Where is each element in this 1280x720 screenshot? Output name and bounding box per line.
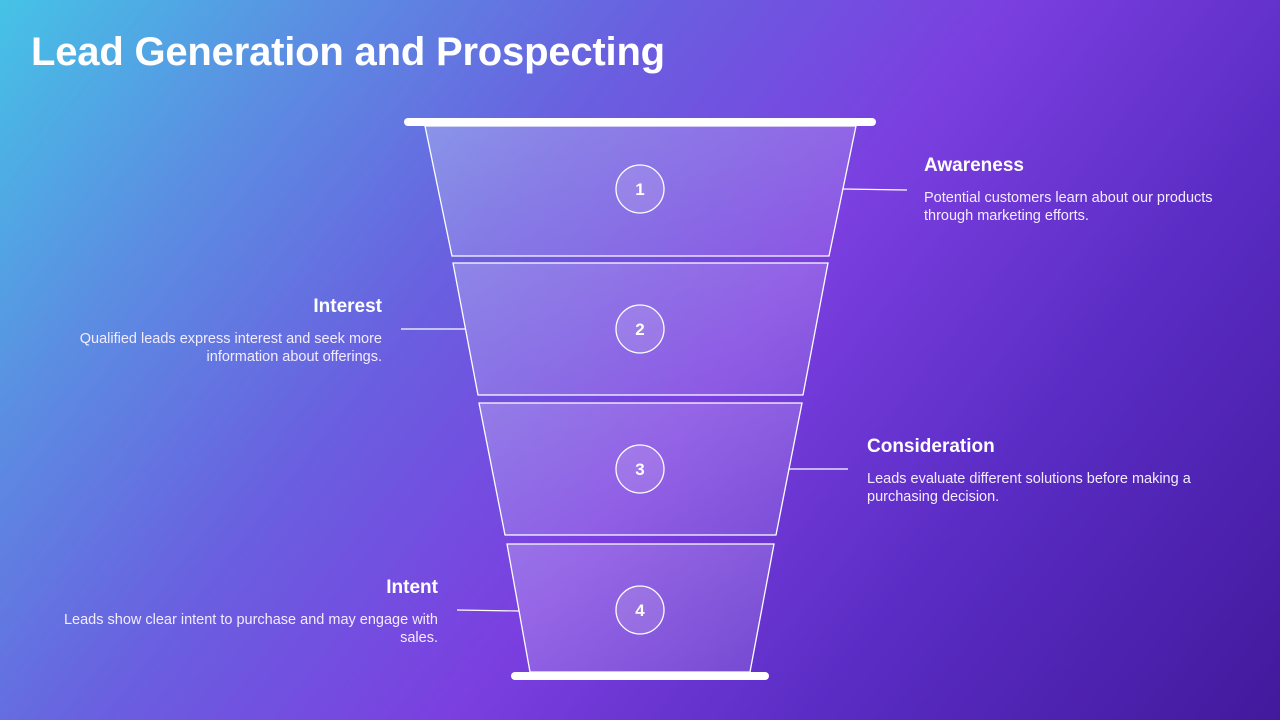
stage-description: Potential customers learn about our prod…: [924, 190, 1213, 224]
funnel-segment-1[interactable]: 1: [424, 125, 857, 257]
stage-title: Interest: [313, 296, 382, 317]
stage-description: Qualified leads express interest and see…: [79, 331, 382, 365]
step-number-2: 2: [635, 320, 644, 339]
funnel-segment-2[interactable]: 2: [452, 262, 829, 396]
stage-description: Leads evaluate different solutions befor…: [867, 471, 1191, 505]
funnel-bottom-rim: [511, 672, 769, 680]
step-number-badge: [615, 164, 665, 214]
step-number-badge: [615, 585, 665, 635]
step-number-3: 3: [635, 460, 644, 479]
funnel-segment-3[interactable]: 3: [478, 402, 803, 536]
slide-title: Lead Generation and Prospecting: [31, 30, 665, 74]
funnel-top-rim: [404, 118, 876, 126]
stage-label-awareness: Awareness Potential customers learn abou…: [924, 155, 1254, 225]
stage-label-intent: Intent Leads show clear intent to purcha…: [50, 577, 438, 647]
stage-title: Consideration: [867, 436, 995, 457]
step-number-1: 1: [635, 180, 644, 199]
connector-line-4: [456, 609, 520, 612]
connector-line-1: [842, 188, 908, 191]
stage-title: Awareness: [924, 155, 1024, 176]
stage-label-interest: Interest Qualified leads express interes…: [40, 296, 382, 366]
step-number-badge: [615, 304, 665, 354]
stage-title: Intent: [386, 577, 438, 598]
step-number-4: 4: [635, 601, 645, 620]
step-number-badge: [615, 444, 665, 494]
funnel-segment-4[interactable]: 4: [506, 543, 775, 673]
stage-label-consideration: Consideration Leads evaluate different s…: [867, 436, 1237, 506]
stage-description: Leads show clear intent to purchase and …: [63, 612, 438, 646]
